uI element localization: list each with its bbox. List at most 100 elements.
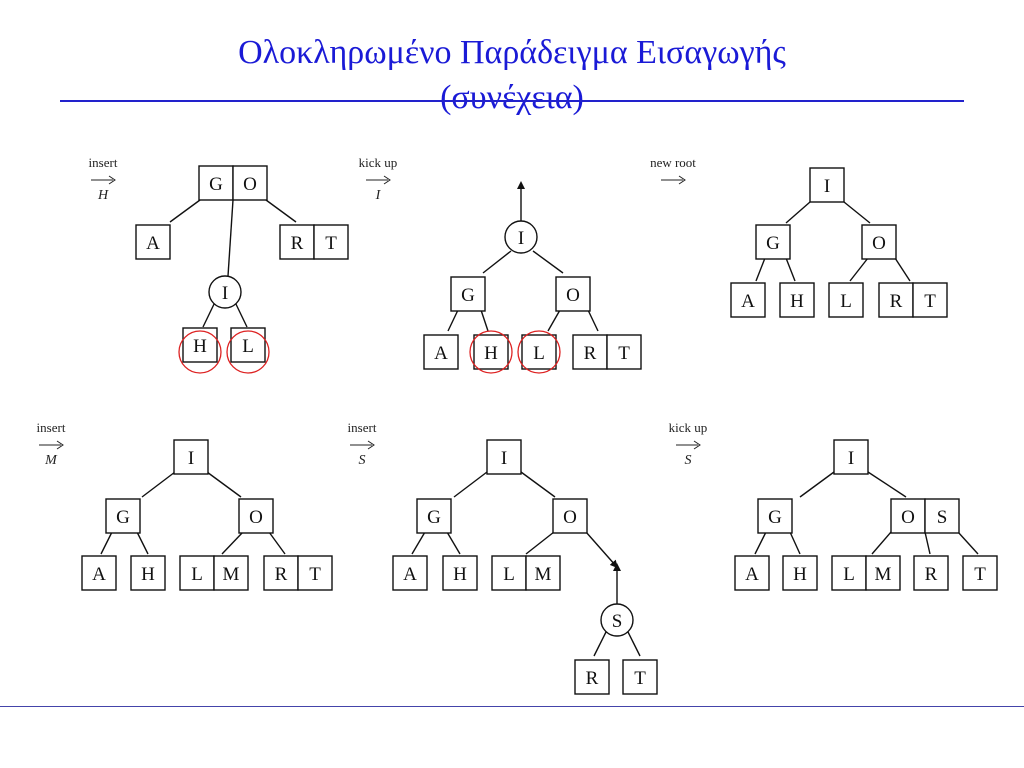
p2-o-key-0-label: O [566, 285, 580, 306]
p6-leaf-a-key-0-label: A [745, 564, 759, 585]
p1-leaf-h-key-0: H [182, 327, 218, 363]
p2-leaf-h-key-0: H [473, 334, 509, 370]
slide-title: Ολοκληρωμένο Παράδειγμα Εισαγωγής (συνέχ… [0, 30, 1024, 120]
p1-root-key-1: O [232, 165, 268, 201]
p5-leaf-r-key-0: R [574, 659, 610, 695]
p6-root-key-0-label: I [848, 448, 854, 469]
p2-leaf-h-key-0-label: H [484, 343, 498, 364]
p3-leaf-rt-key-1-label: T [924, 291, 936, 312]
p6-edge-6 [924, 531, 931, 555]
p1-right-key-1-label: T [325, 233, 337, 254]
p5-leaf-lm-key-1: M [525, 555, 561, 591]
p6-os-key-0-label: O [901, 507, 915, 528]
step-6-label-text: kick up [669, 420, 708, 435]
p5-edge-1 [453, 471, 488, 498]
p1-right-key-1: T [313, 224, 349, 260]
step-4-label-text: insert [37, 420, 66, 435]
step-6-label: kick up S [669, 420, 708, 468]
p6-leaf-r-key-0: R [913, 555, 949, 591]
p5-root-key-0-label: I [501, 448, 507, 469]
p1-leaf-l-key-0: L [230, 327, 266, 363]
p3-g-key-0: G [755, 224, 791, 260]
p5-leaf-lm-key-0-label: L [503, 564, 515, 585]
p4-leaf-lm-key-1: M [213, 555, 249, 591]
p6-g-key-0-label: G [768, 507, 782, 528]
p5-root-key-0: I [486, 439, 522, 475]
p5-kicked: S [600, 603, 634, 637]
step-2-label-text: kick up [359, 155, 398, 170]
p5-edge-5 [525, 531, 555, 555]
p4-root-key-0-label: I [188, 448, 194, 469]
p2-edge-1 [482, 250, 512, 274]
p5-g-key-0: G [416, 498, 452, 534]
p3-root-key-0-label: I [824, 176, 830, 197]
title-line-1: Ολοκληρωμένο Παράδειγμα Εισαγωγής [238, 34, 786, 71]
p3-o-key-0: O [861, 224, 897, 260]
p4-leaf-a-key-0-label: A [92, 564, 106, 585]
p1-leaf-l-key-0-label: L [242, 336, 254, 357]
p2-kicked: I [504, 220, 538, 254]
p1-leaf-h-key-0-label: H [193, 336, 207, 357]
p6-leaf-t-key-0: T [962, 555, 998, 591]
p5-g-key-0-label: G [427, 507, 441, 528]
p6-leaf-t-key-0-label: T [974, 564, 986, 585]
p6-leaf-r-key-0-label: R [925, 564, 938, 585]
p6-leaf-lm-key-0: L [831, 555, 867, 591]
p1-root-key-1-label: O [243, 174, 257, 195]
p2-o-key-0: O [555, 276, 591, 312]
p1-kicked: I [208, 275, 242, 309]
p3-leaf-rt-key-0-label: R [890, 291, 903, 312]
title-rule [60, 100, 964, 102]
p6-root-key-0: I [833, 439, 869, 475]
p3-leaf-a-key-0: A [730, 282, 766, 318]
p6-edge-4 [789, 531, 801, 555]
p2-leaf-a-key-0: A [423, 334, 459, 370]
step-3-label: new root [650, 155, 696, 185]
step-4-label-symbol: M [44, 453, 58, 468]
p4-root-key-0: I [173, 439, 209, 475]
p1-edge-4 [202, 299, 217, 328]
step-1-label-text: insert [89, 155, 118, 170]
p1-left-key-0-label: A [146, 233, 160, 254]
p2-leaf-rt-key-0-label: R [584, 343, 597, 364]
p4-leaf-rt-key-0-label: R [275, 564, 288, 585]
p4-edge-5 [221, 531, 244, 555]
p5-o-key-0: O [552, 498, 588, 534]
p5-o-key-0-label: O [563, 507, 577, 528]
p5-edge-2 [520, 471, 556, 498]
p5-leaf-lm-key-0: L [491, 555, 527, 591]
step-6-label-symbol: S [685, 453, 692, 468]
p5-edge-7 [593, 631, 607, 657]
p4-leaf-h-key-0: H [130, 555, 166, 591]
p3-edge-3 [755, 257, 766, 282]
p4-o-key-0-label: O [249, 507, 263, 528]
p4-edge-3 [100, 531, 113, 555]
p3-o-key-0-label: O [872, 233, 886, 254]
footer-rule [0, 706, 1024, 707]
p6-edge-2 [867, 471, 907, 498]
p4-o-key-0: O [238, 498, 274, 534]
p1-root-key-0-label: G [209, 174, 223, 195]
p5-leaf-t-key-0: T [622, 659, 658, 695]
p4-edge-1 [141, 471, 176, 498]
p6-leaf-lm-key-0-label: L [843, 564, 855, 585]
p6-edge-7 [957, 531, 979, 555]
p2-highlight-h [469, 330, 513, 374]
p1-edge-1 [169, 199, 201, 223]
p5-kicked-label: S [612, 611, 623, 632]
p5-leaf-t-key-0-label: T [634, 668, 646, 689]
p1-highlight-l [226, 330, 270, 374]
p3-root-key-0: I [809, 167, 845, 203]
p6-leaf-h-key-0: H [782, 555, 818, 591]
p3-g-key-0-label: G [766, 233, 780, 254]
p4-g-key-0-label: G [116, 507, 130, 528]
tree-edges [100, 181, 979, 657]
p1-edge-2 [227, 199, 234, 277]
p3-leaf-rt-key-1: T [912, 282, 948, 318]
p6-leaf-a-key-0: A [734, 555, 770, 591]
p4-g-key-0: G [105, 498, 141, 534]
